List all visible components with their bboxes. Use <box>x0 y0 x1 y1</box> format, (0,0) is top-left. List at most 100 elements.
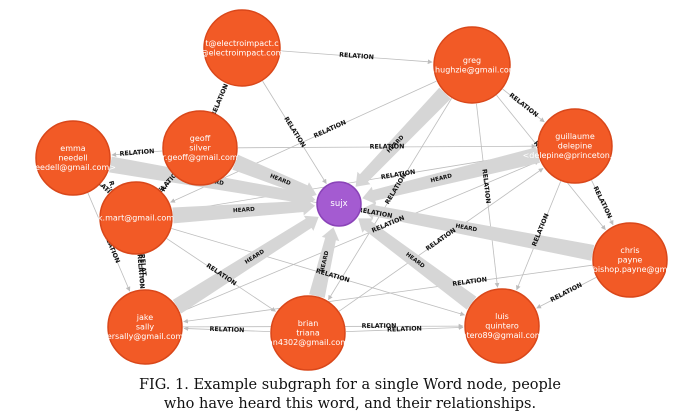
node-label-line: @electroimpact.com <box>201 48 284 57</box>
relation-edge <box>111 150 163 157</box>
node-circle <box>433 26 511 104</box>
relation-edge <box>214 84 228 114</box>
relation-edge <box>179 160 540 313</box>
node-label-line: silver <box>189 144 211 153</box>
heard-edge <box>232 154 317 199</box>
heard-edge <box>362 202 595 261</box>
word-node-sujx[interactable]: sujx <box>316 181 362 227</box>
caption-line-2: who have heard this word, and their rela… <box>163 396 537 412</box>
edge-label: HEARD <box>233 207 255 214</box>
relation-edge <box>138 254 144 289</box>
node-label-line: triana <box>296 329 320 338</box>
node-circle <box>592 222 668 298</box>
heard-edge <box>172 215 319 314</box>
heard-edge <box>358 218 477 310</box>
node-label-line: an4302@gmail.com <box>268 338 348 347</box>
node-label-line: quintero <box>485 322 519 331</box>
edge-label: HEARD <box>430 173 453 184</box>
node-label-line: r.bishop.payne@gma <box>588 265 673 274</box>
heard-edge <box>172 197 316 224</box>
word-node-circle <box>316 181 362 227</box>
person-node-mart[interactable]: k.mart@gmail.com <box>98 181 174 255</box>
person-node-electro[interactable]: t@electroimpact.c@electroimpact.com <box>201 9 284 87</box>
node-label-line: guillaume <box>555 132 595 141</box>
node-circle <box>107 289 183 365</box>
relation-edge <box>172 150 537 213</box>
relation-edges <box>87 50 614 333</box>
relation-edge <box>338 168 544 312</box>
edge-label: RELATION <box>339 52 374 62</box>
node-label-line: t@electroimpact.c <box>205 39 278 48</box>
relation-edge <box>476 103 500 288</box>
node-circle <box>464 288 540 364</box>
person-nodes: t@electroimpact.c@electroimpact.comgregg… <box>30 9 673 371</box>
figure-caption: FIG. 1. Example subgraph for a single Wo… <box>0 376 700 414</box>
node-circle <box>99 181 173 255</box>
node-label-line: r.geoff@gmail.com <box>162 153 238 162</box>
relation-edge <box>183 326 271 333</box>
edge-label: RELATION <box>387 325 422 333</box>
node-label-line: ntero89@gmail.com <box>461 331 542 340</box>
relation-edge <box>502 88 545 123</box>
node-label-line: sally <box>136 323 155 332</box>
node-circle <box>203 9 281 87</box>
relation-edge <box>591 180 614 226</box>
node-label-line: brian <box>298 319 319 328</box>
edge-label: RELATION <box>209 326 244 334</box>
node-label-line: jake <box>136 313 153 322</box>
relation-edge <box>280 50 433 65</box>
relation-edge <box>328 98 452 301</box>
edge-label: RELATION <box>282 116 306 149</box>
node-label-line: g.hughzie@gmail.com <box>427 65 516 74</box>
node-label-line: payne <box>618 256 643 265</box>
heard-edge <box>362 147 540 205</box>
node-label-line: geoff <box>190 134 211 143</box>
edge-label: RELATION <box>119 148 154 158</box>
edge-label: RELATION <box>313 119 348 140</box>
edge-label: RELATION <box>362 323 397 330</box>
edge-label: RELATION <box>135 254 145 289</box>
node-circle <box>537 108 613 184</box>
subgraph-diagram: RELATIONRELATIONRELATIONRELATIONRELATION… <box>30 9 673 371</box>
relation-edge <box>345 325 464 333</box>
heard-edge <box>309 227 340 298</box>
node-label-line: chris <box>620 246 639 255</box>
node-label-line: needell@gmail.com> <box>30 163 116 172</box>
node-label-line: greg <box>463 56 481 65</box>
relation-edge <box>183 264 593 324</box>
node-label-line: needell <box>58 154 87 163</box>
heard-edge <box>355 87 451 187</box>
edge-label: RELATION <box>452 276 487 288</box>
node-label-line: ersally@gmail.com <box>107 332 184 341</box>
edge-label: RELATION <box>425 227 458 253</box>
relation-edge <box>536 277 597 309</box>
heard-edges <box>109 87 595 314</box>
caption-line-1: FIG. 1. Example subgraph for a single Wo… <box>138 377 562 393</box>
node-label-line: delepine <box>558 142 593 151</box>
node-label-line: luis <box>495 312 509 321</box>
edge-label: RELATION <box>370 143 405 150</box>
node-label-line: <delepine@princeton.edu <box>523 151 628 160</box>
edge-label: HEARD <box>320 250 331 273</box>
edge-label: RELATION <box>210 83 230 118</box>
edge-label: RELATION <box>592 185 613 219</box>
node-label-line: k.mart@gmail.com <box>98 214 174 223</box>
node-circle <box>35 120 111 196</box>
node-circle <box>270 295 346 371</box>
edge-label: RELAT... <box>138 254 147 283</box>
relation-edge <box>100 183 109 193</box>
node-circle <box>162 110 238 186</box>
node-label-line: emma <box>60 144 86 153</box>
edge-label: RELATION <box>480 169 491 204</box>
edge-label: RELATION <box>549 282 583 304</box>
relation-edge <box>262 80 327 185</box>
